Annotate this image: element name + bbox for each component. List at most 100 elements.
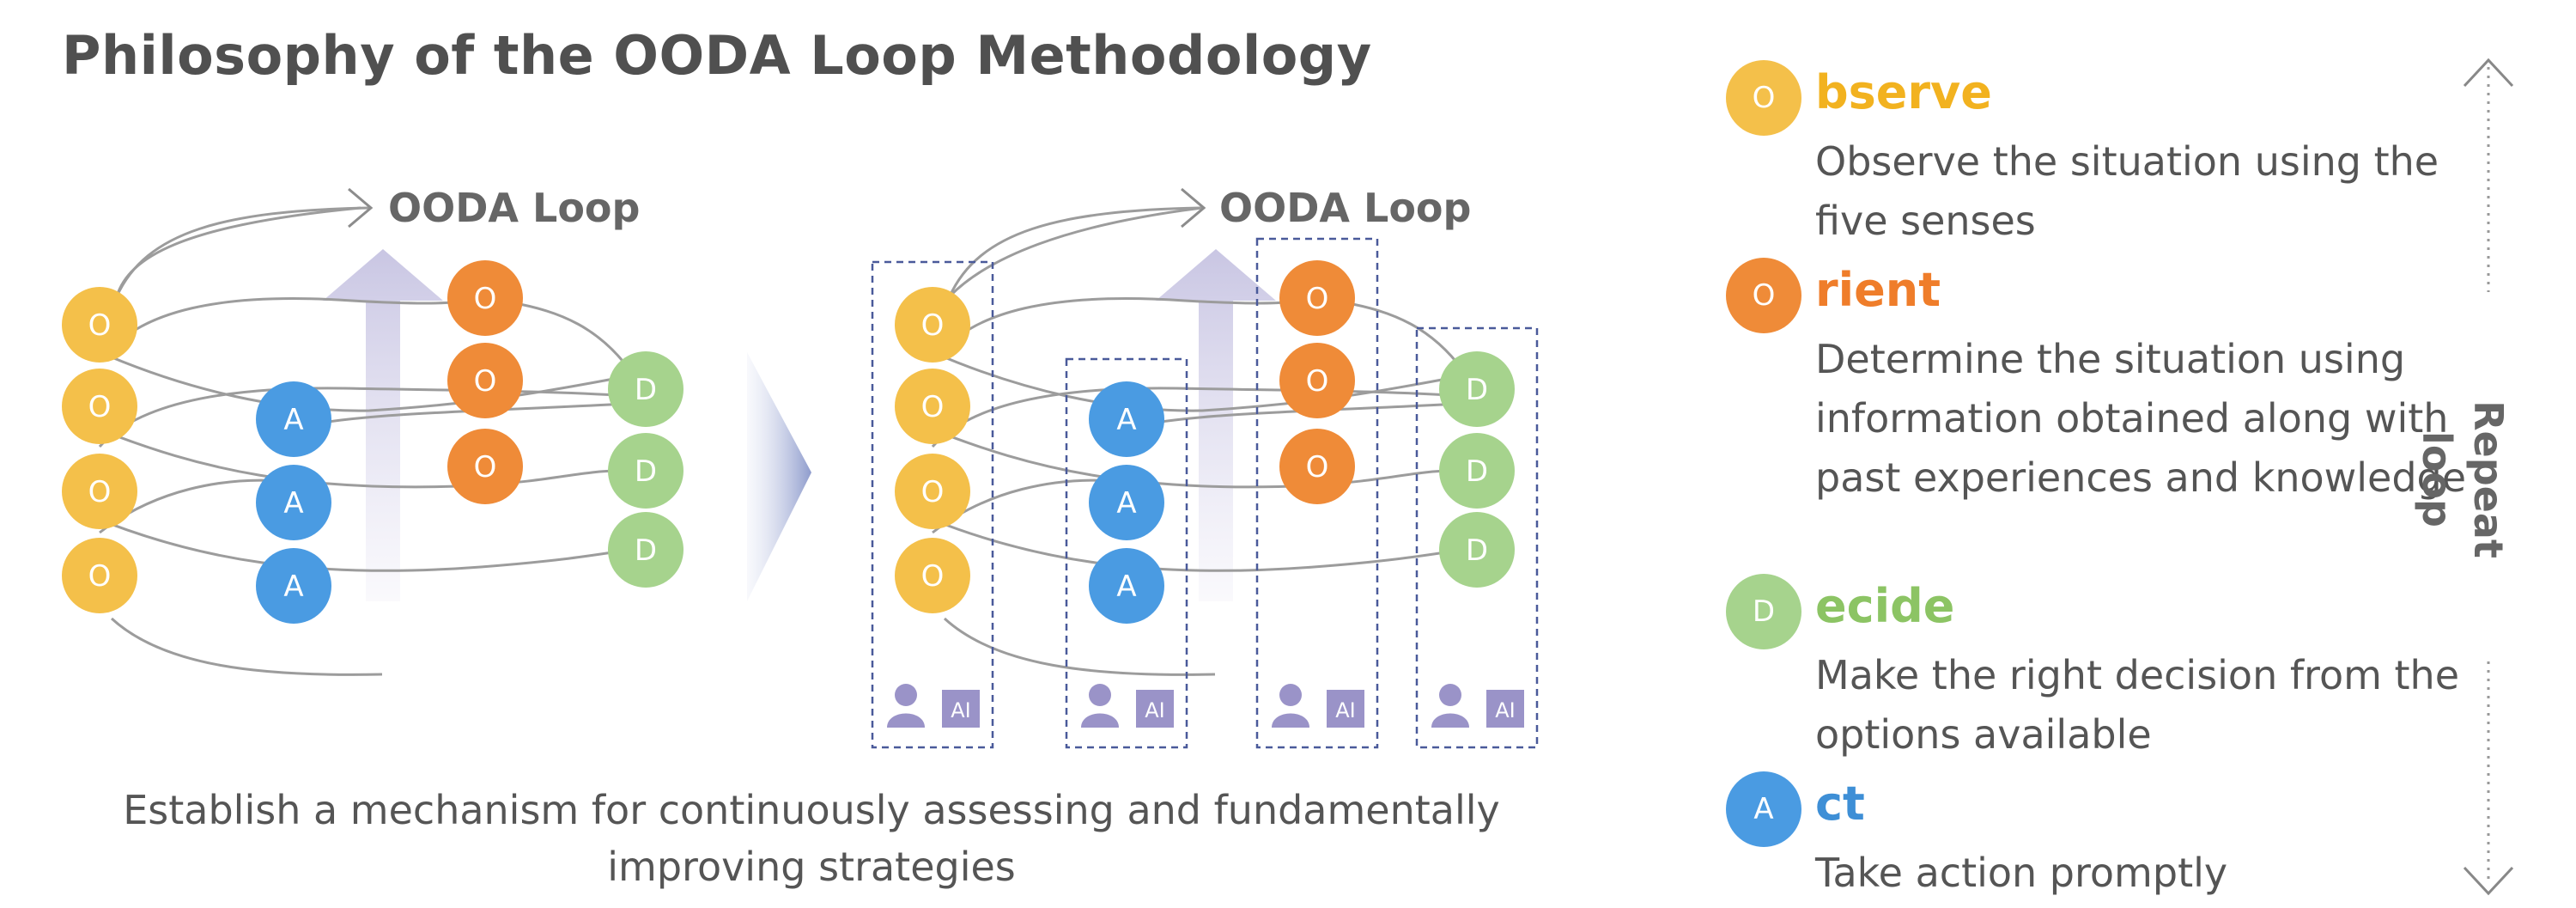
page-title: Philosophy of the OODA Loop Methodology	[62, 24, 1372, 87]
person-icon	[1431, 684, 1469, 728]
act-circles: A A A	[256, 381, 331, 624]
ai-badge	[1486, 690, 1524, 728]
dashed-groups	[871, 237, 1539, 749]
decide-letter: D	[1466, 454, 1488, 489]
repeat-loop-indicator	[2463, 58, 2514, 896]
orient-circle	[447, 429, 523, 504]
decide-circles: D D D	[608, 351, 683, 588]
act-circle	[1089, 548, 1164, 624]
observe-letter: O	[921, 475, 945, 509]
ai-badge	[942, 690, 980, 728]
act-letter: A	[283, 486, 303, 521]
up-chevron-icon	[2463, 58, 2514, 88]
person-icon	[1272, 684, 1309, 728]
ooda-loop-label: OODA Loop	[388, 185, 640, 231]
orient-circle	[447, 343, 523, 418]
act-circle	[256, 465, 331, 540]
act-description: Take action promptly	[1815, 850, 2228, 896]
observe-circle	[62, 454, 137, 529]
decide-circle	[1439, 433, 1515, 509]
orient-letter: O	[1306, 450, 1329, 484]
right-loop-diagram: OODA Loop O O O O A A A	[871, 185, 1539, 749]
act-letter: A	[1116, 403, 1136, 437]
orient-circle	[447, 260, 523, 336]
act-group-box	[1065, 357, 1188, 749]
decide-circles: D D D	[1439, 351, 1515, 588]
orient-heading: rient	[1815, 263, 1941, 317]
loop-lines	[931, 206, 1478, 676]
observe-legend-letter: O	[1752, 81, 1776, 115]
orient-letter: O	[474, 364, 497, 399]
observe-circles: O O O O	[895, 287, 970, 613]
decide-letter: D	[635, 533, 657, 568]
orient-letter: O	[1306, 364, 1329, 399]
left-loop-diagram: OODA Loop O O O O A A A O O O	[62, 185, 683, 676]
orient-letter: O	[474, 450, 497, 484]
ai-badge-text: AI	[1495, 698, 1516, 722]
observe-letter: O	[921, 308, 945, 343]
down-chevron-icon	[2463, 866, 2514, 896]
vertical-arrow	[1156, 249, 1276, 601]
observe-circle	[895, 538, 970, 613]
ai-badge	[1136, 690, 1174, 728]
act-legend-letter: A	[1753, 792, 1774, 826]
ooda-loop-label: OODA Loop	[1219, 185, 1471, 231]
observe-circle	[895, 369, 970, 444]
act-letter: A	[283, 403, 303, 437]
decide-circle	[608, 512, 683, 588]
repeat-loop-label: Repeat loop	[2414, 400, 2512, 558]
act-letter: A	[283, 570, 303, 604]
observe-circle	[62, 369, 137, 444]
orient-letter: O	[1306, 282, 1329, 316]
act-letter: A	[1116, 570, 1136, 604]
loop-label-arrow	[115, 206, 370, 297]
decide-legend-letter: D	[1752, 594, 1776, 629]
orient-description: Determine the situation using informatio…	[1815, 336, 2467, 501]
orient-group-box	[1255, 237, 1379, 749]
act-circles: A A A	[1089, 381, 1164, 624]
decide-description: Make the right decision from the options…	[1815, 652, 2460, 758]
observe-letter: O	[88, 308, 112, 343]
orient-legend-circle: O	[1726, 258, 1801, 333]
observe-letter: O	[88, 390, 112, 424]
ai-badge-text: AI	[1335, 698, 1356, 722]
observe-circle	[895, 454, 970, 529]
vertical-arrow	[323, 249, 443, 601]
ai-badge-text: AI	[1145, 698, 1165, 722]
transition-arrow-icon	[747, 352, 811, 601]
observe-heading: bserve	[1815, 65, 1992, 119]
loop-label-arrow	[948, 206, 1203, 297]
orient-circle	[1279, 429, 1355, 504]
arrowhead-icon	[348, 187, 374, 229]
decide-letter: D	[635, 373, 657, 407]
act-circle	[1089, 381, 1164, 457]
observe-letter: O	[921, 390, 945, 424]
observe-description: Observe the situation using the five sen…	[1815, 138, 2439, 244]
decide-circle	[608, 351, 683, 427]
ai-badge	[1327, 690, 1364, 728]
decide-circle	[1439, 512, 1515, 588]
decide-circle	[608, 433, 683, 509]
decide-letter: D	[635, 454, 657, 489]
observe-letter: O	[88, 559, 112, 594]
human-ai-badges: AI AI AI	[887, 684, 1524, 728]
decide-group-box	[1415, 326, 1539, 749]
orient-legend-letter: O	[1752, 278, 1776, 313]
observe-circle	[895, 287, 970, 363]
observe-circles: O O O O	[62, 287, 137, 613]
ai-badge-text: AI	[951, 698, 971, 722]
orient-circles: O O O	[447, 260, 523, 504]
act-legend-circle: A	[1726, 771, 1801, 847]
act-heading: ct	[1815, 777, 1865, 831]
orient-letter: O	[474, 282, 497, 316]
act-letter: A	[1116, 486, 1136, 521]
observe-letter: O	[921, 559, 945, 594]
decide-circle	[1439, 351, 1515, 427]
act-circle	[256, 548, 331, 624]
observe-circle	[62, 287, 137, 363]
decide-letter: D	[1466, 373, 1488, 407]
person-icon	[1081, 684, 1119, 728]
act-circle	[256, 381, 331, 457]
observe-circle	[62, 538, 137, 613]
